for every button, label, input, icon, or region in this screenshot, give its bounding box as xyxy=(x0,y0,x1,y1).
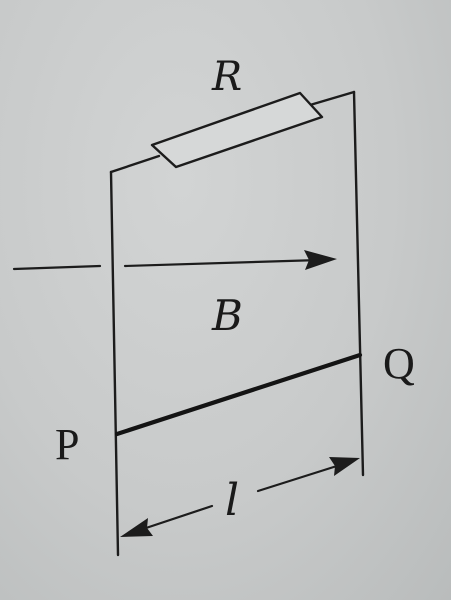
resistor xyxy=(150,91,324,169)
right-rail xyxy=(352,90,365,477)
resistor-label: R xyxy=(211,54,242,100)
point-q-label: Q xyxy=(383,339,415,388)
top-wire-left xyxy=(109,154,161,174)
conducting-rod-pq xyxy=(114,352,363,437)
length-label: l xyxy=(225,475,239,526)
length-arrowhead-right xyxy=(329,457,360,476)
field-line-outside xyxy=(12,264,102,271)
field-label: B xyxy=(211,291,243,340)
point-p-label: P xyxy=(55,420,79,469)
field-arrow-line xyxy=(123,258,322,268)
length-arrowhead-left xyxy=(120,518,153,537)
length-arrow-left-line xyxy=(138,504,214,532)
field-arrowhead xyxy=(304,250,337,270)
length-arrow-right-line xyxy=(256,463,342,493)
left-rail xyxy=(109,170,120,557)
top-wire-right xyxy=(308,90,356,107)
